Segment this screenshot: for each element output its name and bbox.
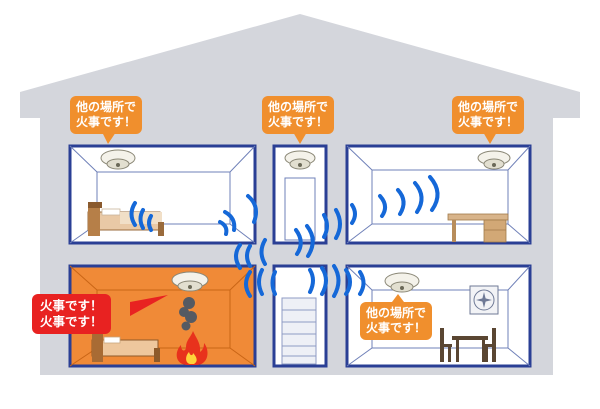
callout-line: 火事です！: [76, 115, 137, 129]
wave-group-center: [234, 224, 315, 298]
callout-line: 火事です！: [40, 314, 103, 329]
callout-line: 他の場所で: [366, 306, 427, 320]
smoke-alarm-icon: [100, 149, 136, 170]
callout-line: 火事です！: [268, 115, 329, 129]
smoke-alarm-icon: [384, 272, 420, 293]
callout-line: 火事です！: [458, 115, 519, 129]
desk-icon: [447, 213, 509, 243]
smoke-alarm-icon: [477, 150, 511, 170]
callout-tail: [293, 132, 307, 144]
callout-line: 他の場所で: [76, 100, 137, 114]
callout-line: 他の場所で: [458, 100, 519, 114]
wave-group-bottom-right: [308, 264, 366, 298]
callout-tail: [130, 295, 168, 316]
callout-bottom-right: 他の場所で 火事です！: [360, 302, 433, 340]
smoke-alarm-icon: [171, 271, 209, 292]
radio-waves: [129, 175, 440, 298]
callout-top-right: 他の場所で 火事です！: [452, 96, 525, 134]
callout-line: 火事です！: [40, 298, 103, 313]
fire-icon: [176, 331, 208, 365]
wave-group-right: [322, 175, 440, 240]
bed-icon: [91, 334, 160, 362]
smoke-alarm-icon: [284, 150, 316, 170]
callout-top-left: 他の場所で 火事です！: [70, 96, 143, 134]
callout-tail: [483, 132, 497, 144]
wave-group-top-left: [129, 194, 258, 236]
dining-set-icon: [440, 328, 496, 362]
callout-fire-room: 火事です！ 火事です！: [32, 294, 111, 334]
callout-tail: [392, 294, 404, 302]
callout-top-middle: 他の場所で 火事です！: [262, 96, 335, 134]
ventilation-fan-icon: [469, 285, 499, 315]
callout-tail: [102, 132, 116, 144]
stairs-icon: [281, 297, 317, 365]
callout-line: 火事です！: [366, 321, 427, 335]
smoke-icon: [179, 297, 197, 331]
callout-line: 他の場所で: [268, 100, 329, 114]
